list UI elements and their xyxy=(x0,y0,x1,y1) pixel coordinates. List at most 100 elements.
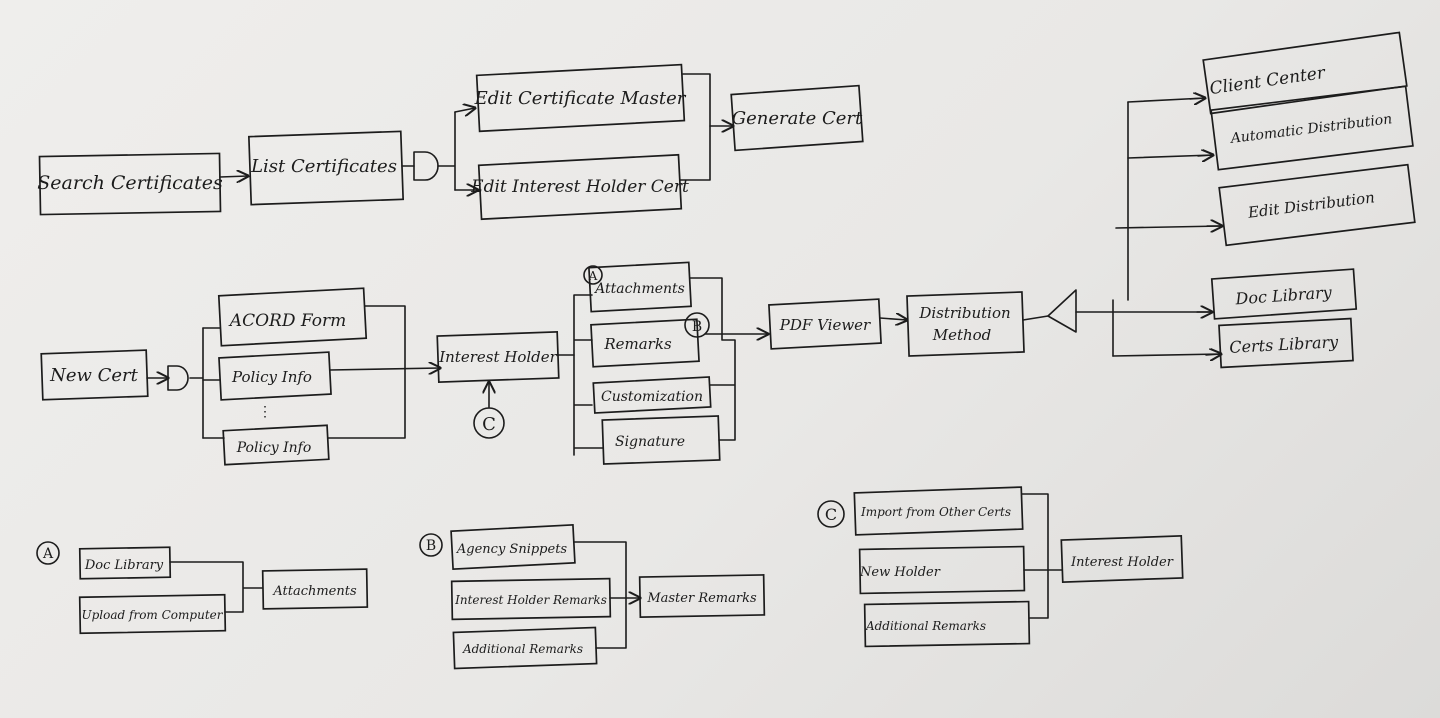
legend-a-bracket xyxy=(169,561,263,613)
legend-b: B Agency Snippets Interest Holder Remark… xyxy=(419,523,766,670)
arrow-to-distribution xyxy=(879,318,907,320)
arrow-to-certs-library xyxy=(1205,354,1221,355)
legend-a-marker-circle xyxy=(36,541,60,565)
legend-c-import-box xyxy=(853,486,1024,536)
legend-c-new-holder-box xyxy=(858,545,1026,595)
acord-form-box xyxy=(217,287,368,347)
legend-b-marker-circle xyxy=(419,533,443,557)
legend-b-additional-box xyxy=(452,626,598,670)
new-cert-box xyxy=(40,349,149,401)
and-split-gate-2 xyxy=(167,365,189,391)
arrow-to-interest-holder xyxy=(329,368,440,370)
arrow-to-automatic xyxy=(1197,155,1213,156)
arrow-to-edit-master xyxy=(454,108,475,112)
certs-library-label: Certs Library xyxy=(1229,332,1340,357)
legend-c-import-label: Import from Other Certs xyxy=(860,505,1011,519)
marker-b-letter-small: B xyxy=(692,319,702,335)
remarks-label: Remarks xyxy=(603,335,672,353)
policy-info-1-label: Policy Info xyxy=(231,368,312,386)
search-certificates-label: Search Certificates xyxy=(37,172,223,194)
legend-a: A Doc Library Upload from Computer Attac… xyxy=(36,541,369,635)
legend-b-agency-label: Agency Snippets xyxy=(456,542,568,557)
split-branch-2 xyxy=(189,327,204,439)
legend-b-agency-box xyxy=(450,523,576,571)
legend-a-upload-label: Upload from Computer xyxy=(82,608,224,622)
edit-certificate-master-label: Edit Certificate Master xyxy=(474,88,687,109)
legend-b-marker-letter: B xyxy=(426,538,436,554)
legend-a-marker-letter: A xyxy=(42,546,54,562)
remarks-box xyxy=(590,318,700,368)
legend-b-master-remarks-label: Master Remarks xyxy=(646,591,757,606)
legend-a-attachments-box xyxy=(261,568,369,610)
edit-certificate-master-box xyxy=(475,63,686,133)
automatic-distribution-box xyxy=(1210,85,1414,171)
policy-info-2-box xyxy=(222,424,330,466)
legend-c: C Import from Other Certs New Holder Add… xyxy=(817,486,1184,648)
attachments-label: Attachments xyxy=(593,281,685,297)
legend-a-doc-library-label: Doc Library xyxy=(84,558,164,573)
legend-c-additional-label: Additional Remarks xyxy=(865,619,986,633)
legend-c-interest-holder-box xyxy=(1060,535,1184,583)
options-bracket-right xyxy=(689,277,736,441)
marker-b-circle-small xyxy=(684,312,710,338)
distribution-label-line1: Distribution xyxy=(918,304,1010,322)
options-bracket-left xyxy=(573,294,604,456)
split-branch xyxy=(437,111,456,191)
marker-a-letter-small: A xyxy=(588,269,598,283)
edit-distribution-label: Edit Distribution xyxy=(1246,188,1376,222)
new-cert-label: New Cert xyxy=(49,365,139,386)
legend-a-attachments-label: Attachments xyxy=(272,584,357,599)
distribution-label-line2: Method xyxy=(932,326,992,344)
legend-b-bracket xyxy=(573,541,627,649)
edit-interest-holder-box xyxy=(477,153,683,221)
ellipsis-dots: ⋮ xyxy=(258,404,272,420)
distribution-trunk xyxy=(1112,101,1129,357)
customization-box xyxy=(592,376,712,414)
client-center-box xyxy=(1202,31,1408,115)
signature-label: Signature xyxy=(615,434,685,450)
main-flow: New Cert ACORD Form Policy Info ⋮ Policy… xyxy=(40,97,1223,466)
distribution-targets: Client Center Automatic Distribution Edi… xyxy=(1202,31,1416,369)
legend-b-master-remarks-box xyxy=(638,574,766,618)
pdf-viewer-label: PDF Viewer xyxy=(779,316,871,334)
distribution-method-box xyxy=(906,291,1025,357)
policy-info-2-label: Policy Info xyxy=(236,440,312,456)
legend-c-marker-circle xyxy=(817,500,845,528)
arrow-search-to-list xyxy=(219,176,248,177)
legend-c-bracket xyxy=(1021,493,1063,619)
marker-a-circle-small xyxy=(583,265,603,285)
pdf-viewer-box xyxy=(768,298,882,350)
legend-c-additional-box xyxy=(863,600,1031,648)
doc-library-box xyxy=(1210,268,1358,320)
generate-cert-label: Generate Cert xyxy=(732,108,863,129)
arrow-to-client-center xyxy=(1189,98,1205,99)
legend-c-new-holder-label: New Holder xyxy=(859,565,941,580)
edit-distribution-box xyxy=(1218,163,1416,247)
merge-bracket-policy xyxy=(327,305,406,439)
top-flow: Search Certificates List Certificates Ed… xyxy=(37,63,864,221)
policy-info-1-box xyxy=(218,351,332,401)
generate-cert-box xyxy=(730,84,864,152)
merge-bracket-top xyxy=(679,73,711,181)
distribution-branches xyxy=(1112,97,1223,357)
automatic-distribution-label: Automatic Distribution xyxy=(1228,111,1393,147)
acord-form-label: ACORD Form xyxy=(228,311,346,331)
signature-box xyxy=(601,415,721,465)
marker-c-letter: C xyxy=(482,414,496,435)
attachments-box xyxy=(588,261,692,313)
marker-c-circle xyxy=(473,407,505,439)
customization-label: Customization xyxy=(601,389,703,405)
legend-c-marker-letter: C xyxy=(825,505,837,524)
client-center-label: Client Center xyxy=(1208,63,1327,99)
list-certificates-label: List Certificates xyxy=(250,156,397,177)
or-split-gate xyxy=(1047,289,1077,333)
search-certificates-box xyxy=(38,152,222,216)
and-split-gate xyxy=(413,151,439,181)
edit-interest-holder-label: Edit Interest Holder Cert xyxy=(470,177,689,197)
doc-library-label: Doc Library xyxy=(1234,283,1333,309)
certs-library-box xyxy=(1218,317,1354,369)
interest-holder-label: Interest Holder xyxy=(438,348,557,366)
line-to-or-split xyxy=(1022,315,1049,321)
